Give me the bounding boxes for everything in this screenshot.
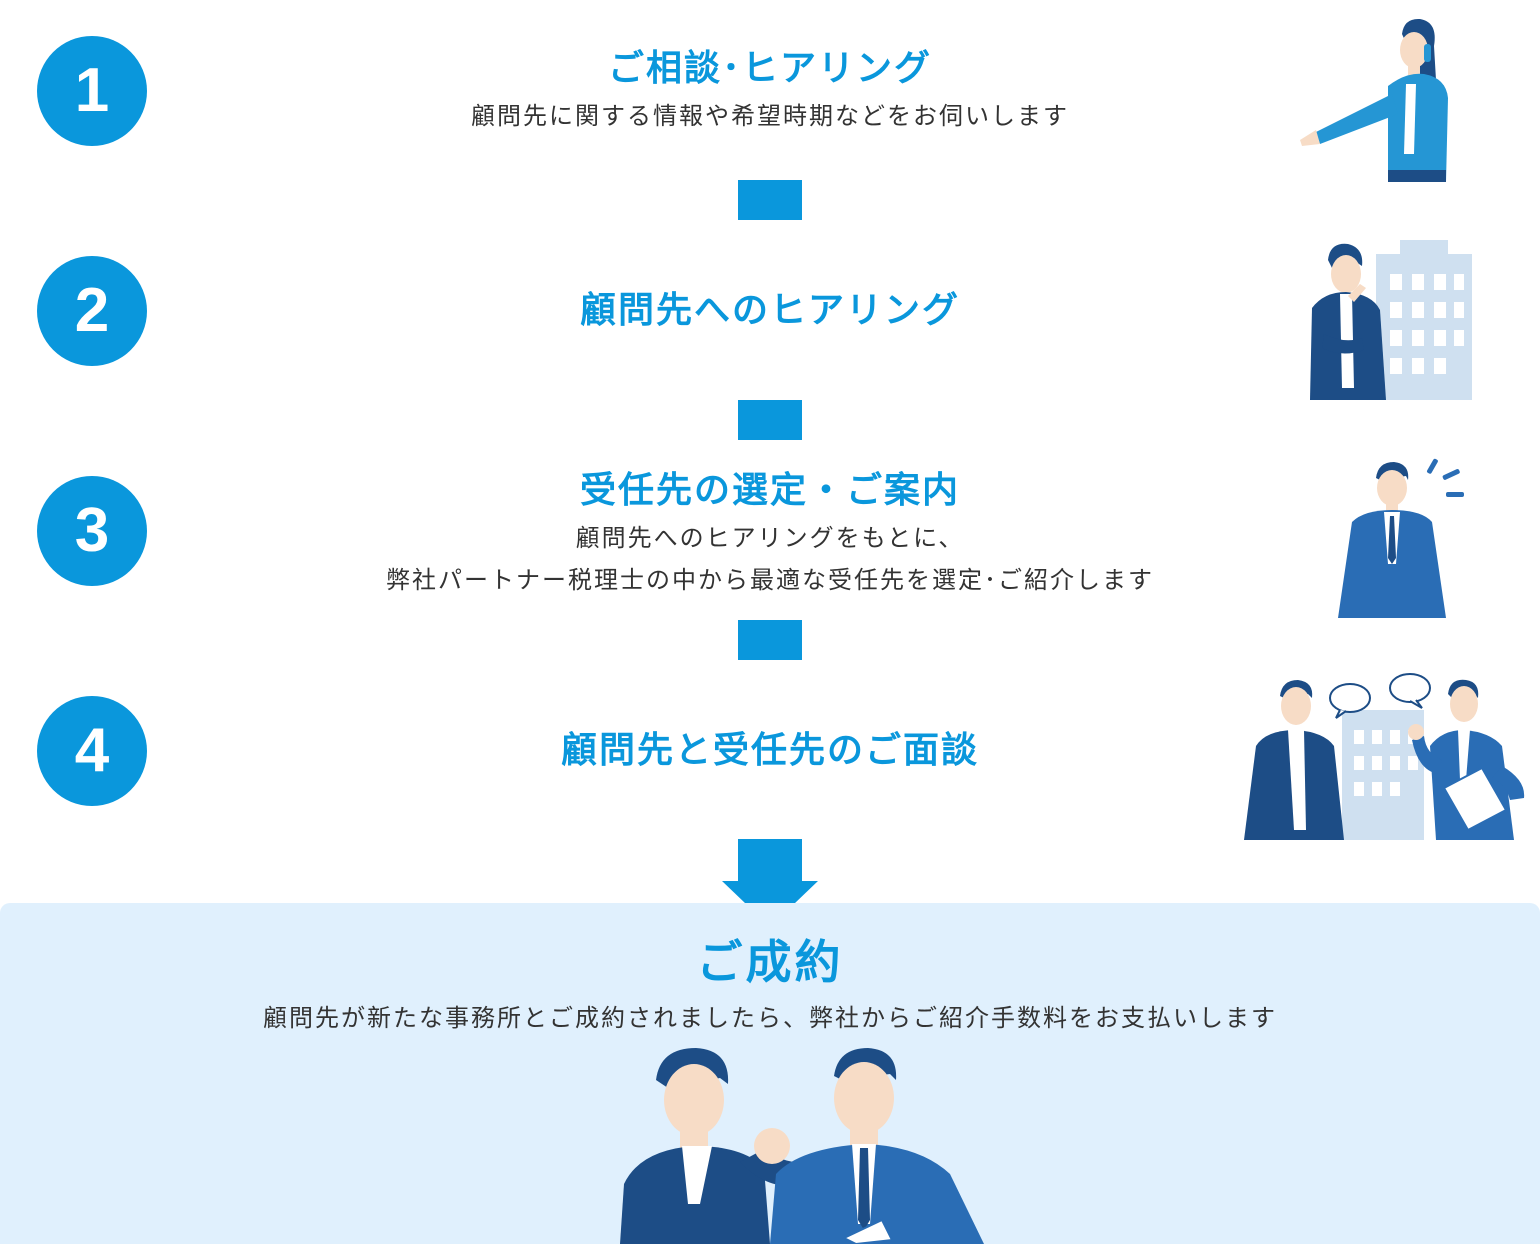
step-desc-line: 顧問先へのヒアリングをもとに、 [575,524,965,552]
step-2: 2 顧問先へのヒアリング [0,220,1540,400]
step-number: 4 [37,696,147,806]
result-title: ご成約 [696,935,844,989]
step-desc: 顧問先へのヒアリングをもとに、 弊社パートナー税理士の中から最適な受任先を選定･… [240,517,1300,601]
result-desc: 顧問先が新たな事務所とご成約されましたら、弊社からご紹介手数料をお支払いします [263,1004,1277,1032]
step-number: 1 [37,36,147,146]
step-number: 3 [37,476,147,586]
step-text: 顧問先と受任先のご面談 [240,729,1300,773]
step-desc: 顧問先に関する情報や希望時期などをお伺いします [471,102,1069,130]
man-noticing-icon [1338,458,1464,618]
step-title: 顧問先と受任先のご面談 [560,730,979,771]
step-4: 4 顧問先と受任先のご面談 [0,660,1540,840]
step-number: 2 [37,256,147,366]
woman-on-phone-icon [1300,18,1448,182]
step-1: 1 ご相談･ヒアリング 顧問先に関する情報や希望時期などをお伺いします [0,0,1540,182]
step-title: 顧問先へのヒアリング [579,290,960,331]
step-title: ご相談･ヒアリング [607,48,932,89]
handshake-men-icon [620,1048,984,1244]
step-connector [738,620,802,660]
step-text: 受任先の選定・ご案内 顧問先へのヒアリングをもとに、 弊社パートナー税理士の中か… [240,469,1300,601]
result-panel [0,903,1540,1244]
step-desc-line: 弊社パートナー税理士の中から最適な受任先を選定･ご紹介します [386,566,1154,594]
step-text: ご相談･ヒアリング 顧問先に関する情報や希望時期などをお伺いします [240,47,1300,137]
down-arrow-icon [722,839,818,927]
step-connector [738,180,802,220]
step-3: 3 受任先の選定・ご案内 顧問先へのヒアリングをもとに、 弊社パートナー税理士の… [0,440,1540,620]
step-text: 顧問先へのヒアリング [240,289,1300,333]
step-title: 受任先の選定・ご案内 [579,470,960,511]
meeting-men-icon [1244,673,1525,840]
step-connector [738,400,802,440]
thinking-man-building-icon [1310,240,1472,400]
